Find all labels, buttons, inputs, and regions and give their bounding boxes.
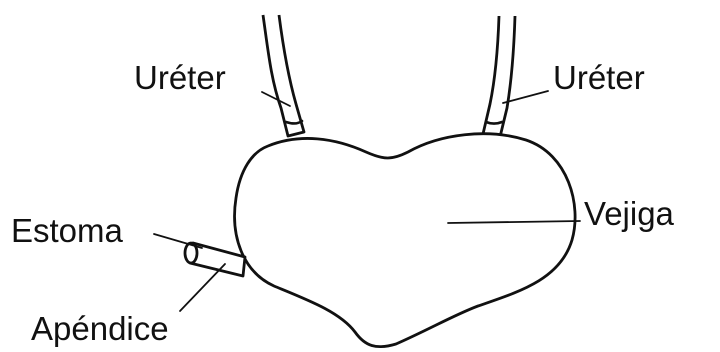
ureter-left-label: Uréter bbox=[134, 59, 226, 96]
ureter-right-label: Uréter bbox=[553, 59, 645, 96]
right-ureter bbox=[483, 16, 515, 137]
stoma-label: Estoma bbox=[11, 212, 124, 249]
left-ureter bbox=[263, 15, 304, 136]
appendix-stoma bbox=[185, 243, 245, 276]
stoma-leader bbox=[154, 234, 202, 248]
appendix-label: Apéndice bbox=[31, 310, 169, 347]
appendix-leader bbox=[180, 264, 225, 311]
bladder bbox=[235, 134, 576, 347]
bladder-label: Vejiga bbox=[584, 195, 675, 232]
